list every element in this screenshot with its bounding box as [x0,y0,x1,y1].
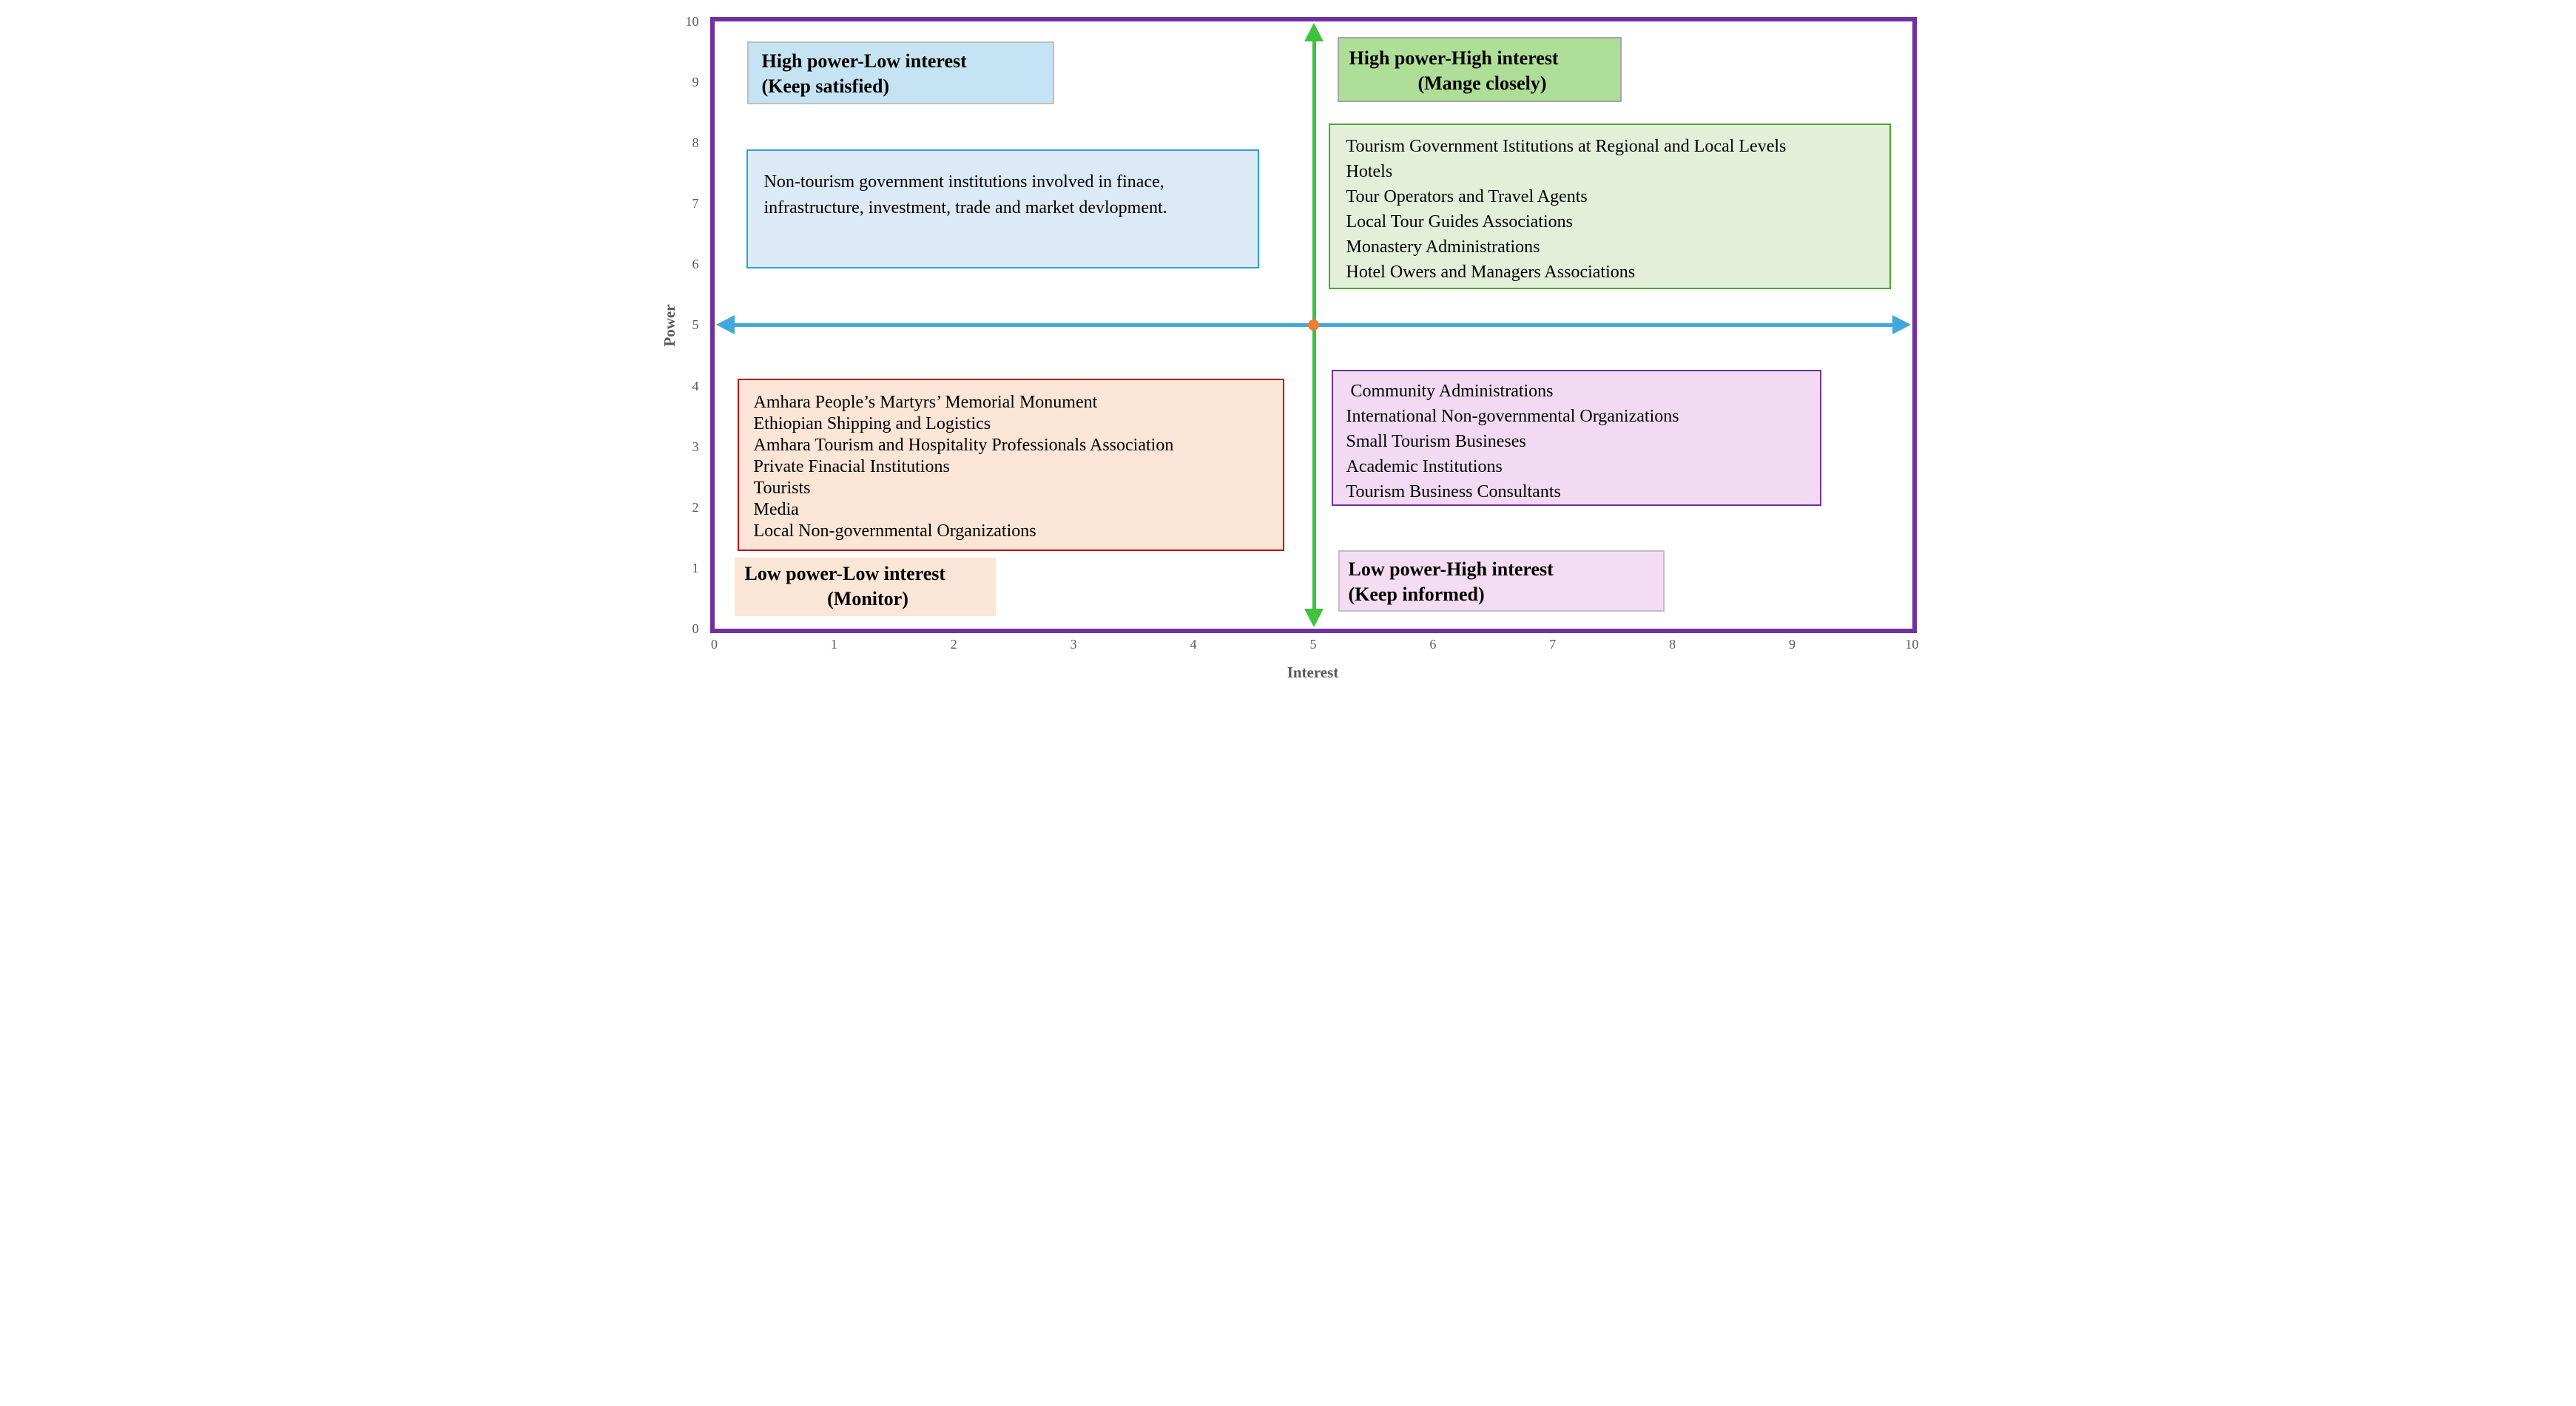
stakeholder-list-item: Tourism Government Istitutions at Region… [1346,137,1787,156]
plot-area-border [709,17,1917,633]
stakeholder-list-item: Local Tour Guides Associations [1346,212,1574,231]
stakeholder-list-item: Hotel Owers and Managers Associations [1346,263,1636,282]
quadrant-label-line2: (Monitor) [827,588,908,609]
stakeholder-list-item: Small Tourism Busineses [1346,432,1526,451]
center-point-marker [1307,320,1319,331]
quadrant-label-high-power-low-interest: High power-Low interest (Keep satisfied) [746,41,1054,104]
quadrant-label-line1: High power-High interest [1349,47,1559,69]
stakeholder-note-high-power-low-interest: Non-tourism government institutions invo… [746,149,1259,268]
x-axis-tick-labels: 0 1 2 3 4 5 6 7 8 9 10 [700,637,1927,652]
x-tick-label: 3 [1070,637,1077,652]
y-tick-label: 9 [692,75,699,90]
x-tick-label: 6 [1429,637,1437,652]
quadrant-label-line2: (Keep informed) [1348,584,1485,605]
stakeholder-list-item: Tourists [753,479,811,498]
quadrant-label-line2: (Mange closely) [1417,72,1547,94]
left-arrowhead-icon [715,315,735,334]
quadrant-label-line1: High power-Low interest [761,50,967,72]
stakeholder-list-item: International Non-governmental Organizat… [1346,407,1679,426]
down-arrowhead-icon [1304,609,1324,627]
stakeholder-list-item: Local Non-governmental Organizations [753,521,1036,541]
stakeholder-list-item: Media [753,500,799,519]
quadrant-label-line1: Low power-Low interest [744,563,946,584]
note-text: Non-tourism government institutions invo… [763,172,1167,217]
y-tick-label: 1 [692,560,699,575]
y-tick-label: 3 [692,439,699,454]
y-tick-label: 5 [692,317,699,333]
x-tick-label: 10 [1905,637,1919,652]
x-tick-label: 2 [950,637,957,652]
stakeholder-list-item: Monastery Administrations [1346,237,1540,257]
up-arrowhead-icon [1304,23,1324,41]
quadrant-label-low-power-low-interest: Low power-Low interest (Monitor) [734,558,996,616]
y-tick-label: 6 [692,257,699,272]
stakeholder-list-high-power-high-interest: Tourism Government Istitutions at Region… [1328,124,1891,289]
stakeholder-list-item: Hotels [1346,162,1393,181]
y-tick-label: 0 [692,621,699,636]
y-tick-label: 4 [692,378,699,393]
stakeholder-list-item: Private Finacial Institutions [753,457,950,476]
y-tick-label: 7 [692,196,699,212]
x-axis-title: Interest [1287,663,1339,681]
stakeholder-list-item: Ethiopian Shipping and Logistics [753,414,991,433]
stakeholder-list-item: Academic Institutions [1346,457,1503,476]
x-tick-label: 1 [830,637,837,652]
x-tick-label: 4 [1190,637,1197,652]
stakeholder-list-item: Amhara Tourism and Hospitality Professio… [753,436,1174,455]
stakeholder-list-item: Tour Operators and Travel Agents [1346,187,1588,206]
y-axis-title: Power [660,304,678,347]
x-tick-label: 8 [1669,637,1676,652]
quadrant-label-line1: Low power-High interest [1348,558,1554,580]
y-tick-label: 10 [685,14,699,29]
right-arrowhead-icon [1892,315,1911,334]
x-tick-label: 9 [1789,637,1796,652]
quadrant-label-high-power-high-interest: High power-High interest (Mange closely) [1337,37,1622,102]
stakeholder-list-low-power-low-interest: Amhara People’s Martyrs’ Memorial Monume… [737,379,1284,551]
x-tick-label: 0 [711,637,718,652]
stakeholder-list-item: Community Administrations [1346,382,1554,401]
y-tick-label: 8 [692,135,699,151]
power-interest-stakeholder-matrix: High power-Low interest (Keep satisfied)… [644,0,1932,703]
quadrant-label-low-power-high-interest: Low power-High interest (Keep informed) [1338,550,1665,612]
x-tick-label: 5 [1309,637,1317,652]
x-tick-label: 7 [1549,637,1557,652]
stakeholder-list-item: Amhara People’s Martyrs’ Memorial Monume… [753,393,1098,412]
y-tick-label: 2 [692,499,699,515]
stakeholder-list-item: Tourism Business Consultants [1346,482,1561,501]
quadrant-label-line2: (Keep satisfied) [761,75,890,97]
